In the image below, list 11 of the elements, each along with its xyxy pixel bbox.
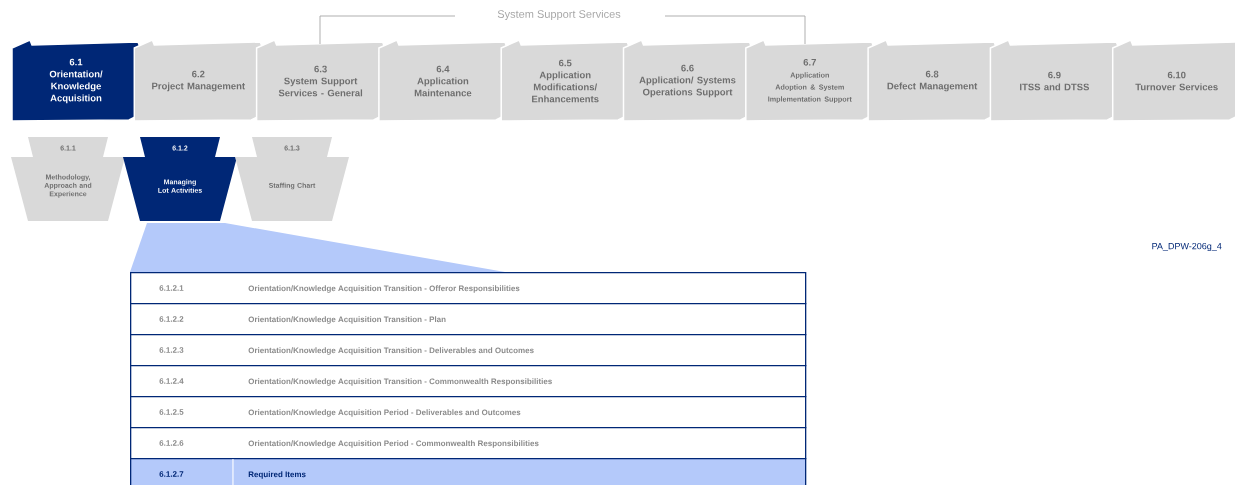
table-row: 6.1.2.7 Required Items [130,458,807,485]
table-row: 6.1.2.6 Orientation/Knowledge Acquisition Period - Commonwealth Responsibilities [130,427,807,460]
table-row: 6.1.2.4 Orientation/Knowledge Acquisition Transition - Commonwealth Responsibilities [130,365,807,398]
table-row: 6.1.2.5 Orientation/Knowledge Acquisition Period - Deliverables and Outcomes [130,396,807,429]
figure-code: PA_DPW-206g_4 [1152,242,1222,252]
table-row: 6.1.2.2 Orientation/Knowledge Acquisition Transition - Plan [130,303,807,336]
chevron-step: 6.10 Turnover Services [1111,39,1235,122]
table-row: 6.1.2.3 Orientation/Knowledge Acquisition Transition - Deliverables and Outcomes [130,334,807,367]
zoom-funnel [130,223,505,272]
group-label: System Support Services [497,9,621,21]
table-row: 6.1.2.1 Orientation/Knowledge Acquisition Transition - Offeror Responsibilities [130,272,807,305]
